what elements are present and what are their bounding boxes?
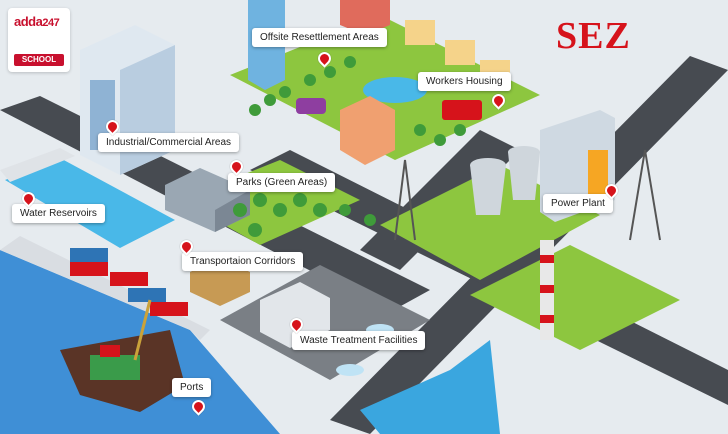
reservoir-edge bbox=[0, 148, 75, 182]
chimney-stripe bbox=[540, 315, 554, 323]
road-diagonal-lower bbox=[250, 150, 728, 405]
power-panel bbox=[588, 150, 608, 200]
factory-side bbox=[215, 190, 250, 232]
chimney-stripe bbox=[540, 255, 554, 263]
ship-cargo bbox=[90, 355, 140, 380]
river bbox=[360, 340, 500, 434]
brand-text: adda bbox=[14, 14, 43, 29]
pylon bbox=[394, 159, 416, 241]
container bbox=[128, 288, 166, 302]
label-parks: Parks (Green Areas) bbox=[228, 173, 336, 192]
label-waste-treatment: Waste Treatment Facilities bbox=[292, 331, 426, 350]
container bbox=[110, 272, 148, 286]
red-tower bbox=[340, 0, 390, 35]
brand-logo: adda247 SCHOOL bbox=[8, 8, 70, 72]
label-industrial-commercial: Industrial/Commercial Areas bbox=[98, 133, 240, 152]
container bbox=[150, 302, 188, 316]
car bbox=[296, 98, 326, 114]
bus bbox=[442, 100, 482, 120]
brand-wordmark: adda247 bbox=[14, 14, 60, 29]
label-water-reservoirs: Water Reservoirs bbox=[12, 204, 105, 223]
container bbox=[70, 248, 108, 262]
house bbox=[405, 20, 435, 45]
cooling-tower bbox=[470, 165, 506, 215]
label-power-plant: Power Plant bbox=[543, 194, 613, 213]
house bbox=[445, 40, 475, 65]
label-transport-corridors: Transportaion Corridors bbox=[182, 252, 304, 271]
label-offsite-resettlement: Offsite Resettlement Areas bbox=[252, 28, 387, 47]
cooling-tower bbox=[508, 152, 540, 200]
container bbox=[70, 262, 108, 276]
substation-block bbox=[470, 245, 680, 350]
tank bbox=[336, 364, 364, 376]
chimney-stripe bbox=[540, 285, 554, 293]
brand-badge: SCHOOL bbox=[14, 54, 64, 66]
pond bbox=[363, 77, 427, 103]
hotel-building bbox=[340, 96, 395, 165]
label-workers-housing: Workers Housing bbox=[418, 72, 511, 91]
water-reservoir bbox=[5, 158, 175, 248]
trees bbox=[233, 56, 466, 237]
diagram-title: SEZ bbox=[556, 15, 631, 57]
ship-cargo bbox=[100, 345, 120, 357]
label-ports: Ports bbox=[172, 378, 212, 397]
brand-number: 247 bbox=[42, 17, 60, 29]
pylon bbox=[629, 149, 661, 241]
crane bbox=[133, 299, 152, 361]
